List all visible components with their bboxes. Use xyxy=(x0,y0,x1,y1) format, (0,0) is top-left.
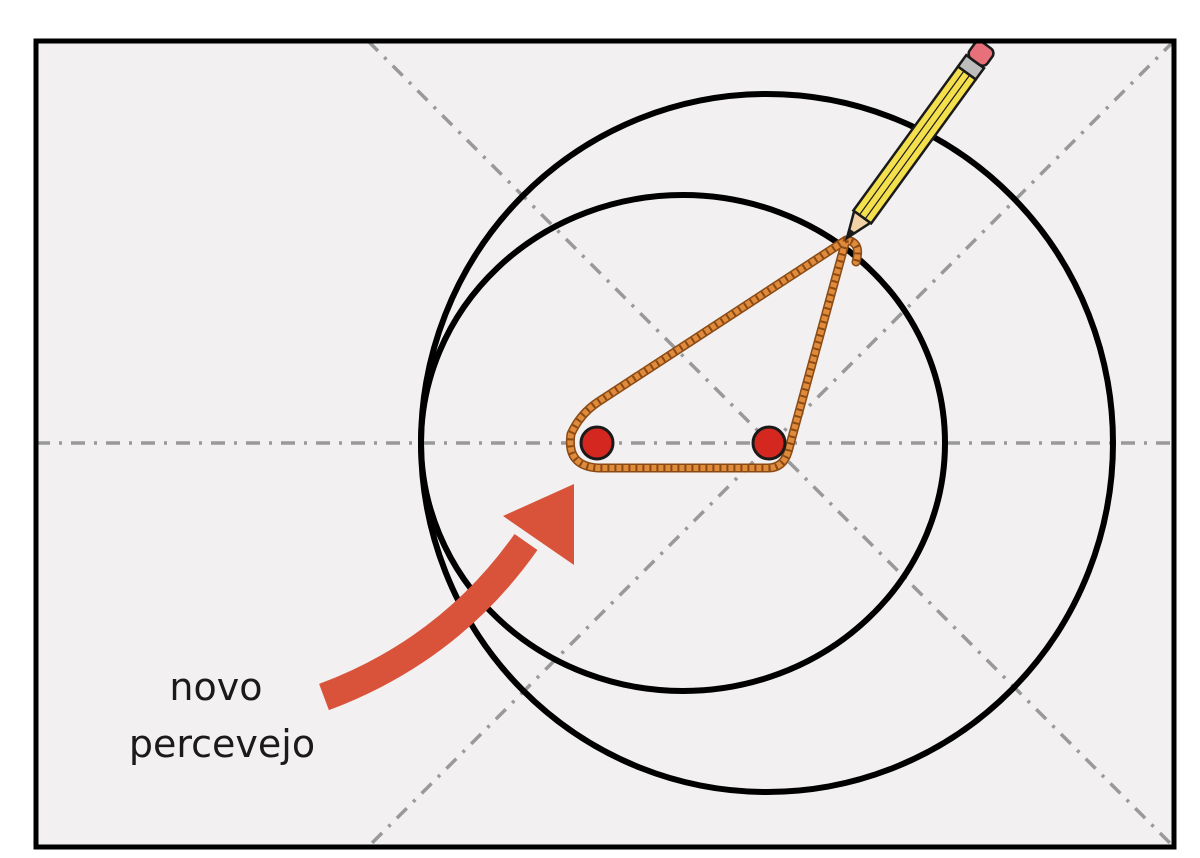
pencil-icon xyxy=(844,40,995,241)
ellipses xyxy=(418,91,1116,795)
annotation-line-2: percevejo xyxy=(129,722,315,766)
annotation-label: novo percevejo xyxy=(129,665,315,766)
pins xyxy=(579,425,787,461)
curved-arrow-icon xyxy=(319,484,574,711)
pin-icon xyxy=(751,425,787,461)
pin-icon xyxy=(579,425,615,461)
annotation-line-1: novo xyxy=(169,665,262,709)
paper-frame xyxy=(33,38,1177,850)
string-loop xyxy=(565,235,863,473)
inner-ellipse xyxy=(418,192,948,694)
